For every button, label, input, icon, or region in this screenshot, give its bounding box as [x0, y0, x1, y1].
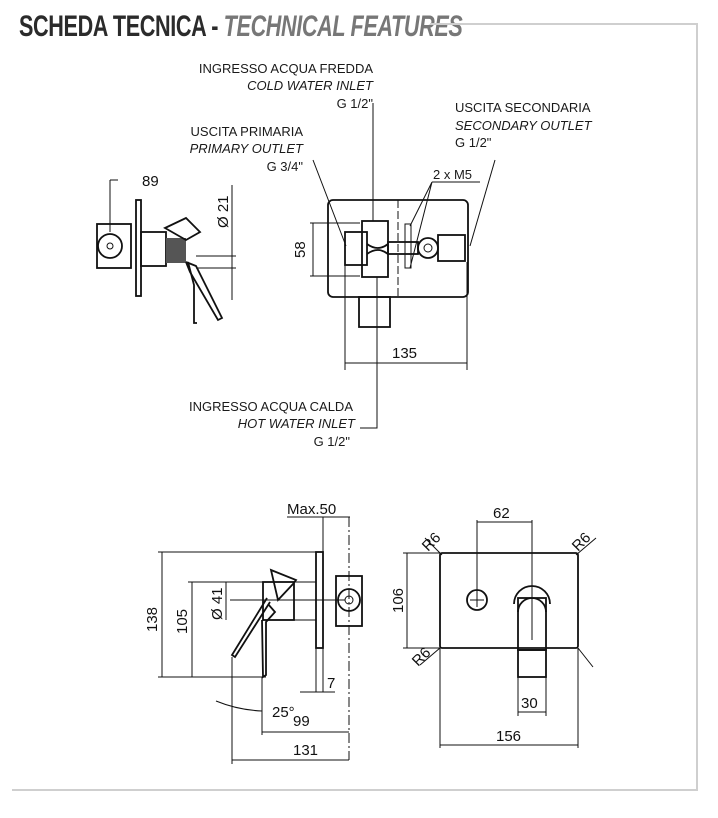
- hot-inlet-pipe: [358, 296, 391, 328]
- diverter-knob: [417, 237, 439, 259]
- bottom-front-view: 62 106 30 156 R6 R6 R6: [390, 505, 597, 748]
- dim-height-total: 138: [144, 607, 161, 632]
- secondary-outlet-size: G 1/2": [455, 135, 492, 150]
- dim-plate-width: 156: [496, 728, 521, 745]
- dim-diameter-41: Ø 41: [209, 587, 226, 620]
- dim-centers: 62: [493, 505, 510, 522]
- knurled-ring: [166, 238, 186, 263]
- bottom-side-view: Max.50 138 105 Ø 41 7 25° 99 131: [144, 501, 363, 764]
- primary-outlet-it: USCITA PRIMARIA: [191, 124, 304, 139]
- dim-width: 135: [392, 345, 417, 362]
- secondary-outlet-it: USCITA SECONDARIA: [455, 100, 591, 115]
- top-front-view: 58 135: [292, 103, 496, 429]
- primary-outlet-size: G 3/4": [267, 159, 304, 174]
- dim-angle: 25°: [272, 704, 295, 721]
- hot-inlet-it: INGRESSO ACQUA CALDA: [189, 399, 353, 414]
- cold-inlet-it: INGRESSO ACQUA FREDDA: [199, 61, 373, 76]
- hot-inlet-en: HOT WATER INLET: [238, 416, 356, 431]
- cold-inlet-size: G 1/2": [337, 96, 374, 111]
- primary-outlet-en: PRIMARY OUTLET: [190, 141, 304, 156]
- frame-border: [12, 23, 698, 791]
- cover-plate: [439, 552, 579, 649]
- dim-height: 58: [292, 241, 309, 258]
- dim-depth-total: 131: [293, 742, 318, 759]
- dim-max: Max.50: [287, 501, 336, 518]
- page-title: SCHEDA TECNICA - TECHNICAL FEATURES: [19, 10, 463, 44]
- cold-inlet-en: COLD WATER INLET: [247, 78, 374, 93]
- valve-port: [97, 233, 123, 259]
- dim-depth: 89: [142, 173, 159, 190]
- valve-cross: [361, 220, 389, 278]
- secondary-port: [437, 234, 466, 262]
- dim-lever-width: 30: [521, 695, 538, 712]
- dim-depth-body: 99: [293, 713, 310, 730]
- screws-label: 2 x M5: [433, 167, 472, 182]
- hot-inlet-size: G 1/2": [314, 434, 351, 449]
- valve-body: [96, 223, 132, 269]
- radius-top-left: R6: [419, 529, 445, 555]
- dim-height-body: 105: [174, 609, 191, 634]
- handle-body: [140, 231, 167, 267]
- top-side-view: 89 Ø 21: [96, 173, 236, 324]
- primary-port: [344, 231, 368, 266]
- dim-diameter: Ø 21: [215, 195, 232, 228]
- radius-top-right: R6: [569, 529, 595, 555]
- dim-plate-height: 106: [390, 588, 407, 613]
- title-main: SCHEDA TECNICA -: [19, 10, 224, 43]
- title-sub: TECHNICAL FEATURES: [223, 10, 463, 43]
- secondary-outlet-en: SECONDARY OUTLET: [455, 118, 593, 133]
- dim-plate: 7: [327, 675, 335, 692]
- handle-body: [262, 581, 295, 621]
- valve-body: [335, 575, 363, 627]
